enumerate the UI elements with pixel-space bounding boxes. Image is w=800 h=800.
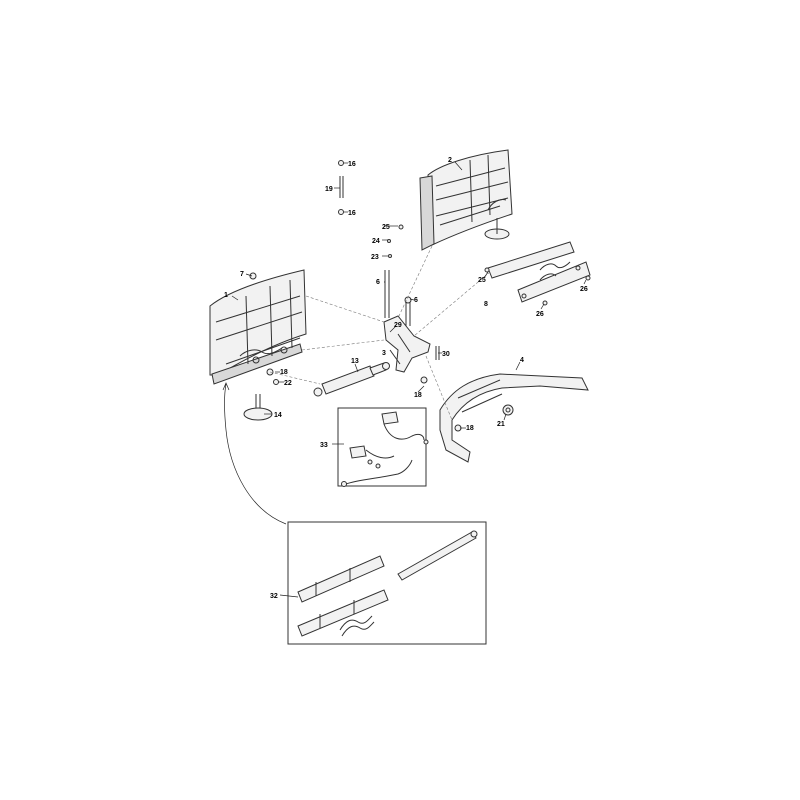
callout-22: 22 bbox=[284, 380, 292, 387]
callout-26a: 26 bbox=[580, 286, 588, 293]
callout-1: 1 bbox=[224, 292, 228, 299]
callout-30: 30 bbox=[442, 351, 450, 358]
callout-2: 2 bbox=[448, 157, 452, 164]
callout-29: 29 bbox=[394, 322, 402, 329]
pivot-bracket bbox=[383, 315, 440, 384]
hose-kit bbox=[337, 407, 429, 487]
blade-right bbox=[419, 149, 513, 251]
blade-left bbox=[209, 269, 307, 385]
callout-6b: 6 bbox=[414, 297, 418, 304]
callout-33: 33 bbox=[320, 442, 328, 449]
callout-25b: 25 bbox=[478, 277, 486, 284]
alignment-lines bbox=[269, 245, 491, 421]
pivot-plate-right bbox=[487, 241, 591, 303]
callout-3: 3 bbox=[382, 350, 386, 357]
callout-18a: 18 bbox=[280, 369, 288, 376]
callout-26b: 26 bbox=[536, 311, 544, 318]
pivot-post bbox=[243, 394, 273, 421]
callout-25a: 25 bbox=[382, 224, 390, 231]
callout-18b: 18 bbox=[414, 392, 422, 399]
spring-assembly bbox=[287, 521, 487, 645]
callout-labels: 1 2 3 4 6 6 7 8 13 14 16 16 18 18 18 19 … bbox=[224, 157, 588, 600]
callout-16a: 16 bbox=[348, 161, 356, 168]
callout-14: 14 bbox=[274, 412, 282, 419]
callout-8: 8 bbox=[484, 301, 488, 308]
pins-mid bbox=[384, 224, 591, 326]
callout-24: 24 bbox=[372, 238, 380, 245]
push-frame bbox=[439, 373, 589, 463]
hydraulic-cylinder bbox=[313, 362, 390, 397]
callout-32: 32 bbox=[270, 593, 278, 600]
callout-6a: 6 bbox=[376, 279, 380, 286]
callout-19: 19 bbox=[325, 186, 333, 193]
callout-4: 4 bbox=[520, 357, 524, 364]
callout-18c: 18 bbox=[466, 425, 474, 432]
callout-16b: 16 bbox=[348, 210, 356, 217]
callout-23: 23 bbox=[371, 254, 379, 261]
hardware-left bbox=[249, 272, 279, 385]
callout-7: 7 bbox=[240, 271, 244, 278]
pins-top bbox=[338, 160, 344, 215]
callout-21: 21 bbox=[497, 421, 505, 428]
reference-curve bbox=[222, 382, 287, 525]
leader-lines bbox=[231, 161, 587, 598]
callout-13: 13 bbox=[351, 358, 359, 365]
